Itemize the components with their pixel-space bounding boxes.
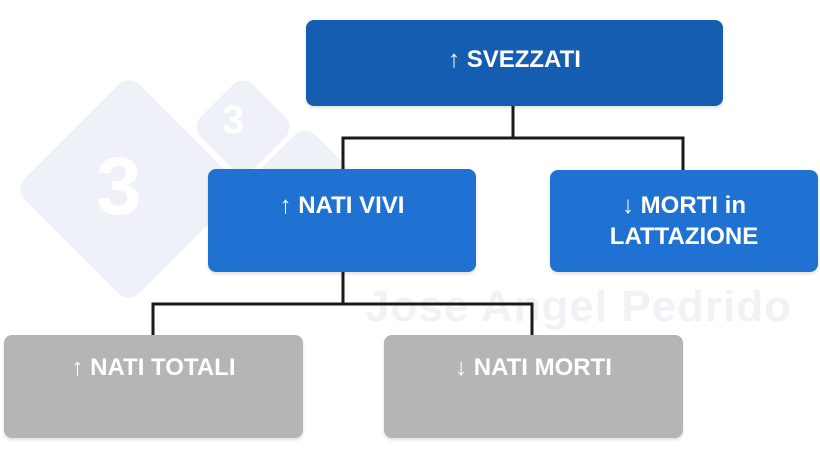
node-nati-morti-label: ↓ NATI MORTI [455, 353, 612, 381]
node-nati-vivi: ↑ NATI VIVI [208, 169, 476, 272]
node-morti-lattazione-label: ↓ MORTI in LATTAZIONE [609, 191, 759, 250]
node-nati-morti: ↓ NATI MORTI [384, 335, 683, 438]
node-svezzati: ↑ SVEZZATI [306, 20, 723, 106]
node-nati-totali-label: ↑ NATI TOTALI [71, 353, 236, 381]
node-morti-lattazione: ↓ MORTI in LATTAZIONE [550, 170, 818, 272]
node-nati-vivi-label: ↑ NATI VIVI [279, 191, 405, 219]
node-svezzati-label: ↑ SVEZZATI [448, 46, 581, 74]
node-nati-totali: ↑ NATI TOTALI [4, 335, 303, 438]
